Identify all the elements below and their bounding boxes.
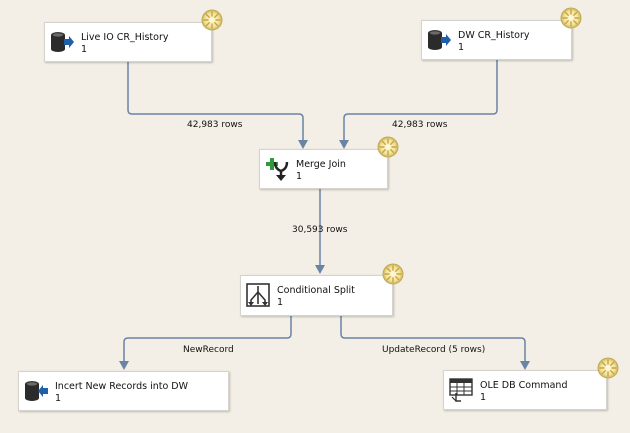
node-live-io-cr-history[interactable]: Live IO CR_History 1 (44, 22, 212, 62)
node-insert-new-records[interactable]: Incert New Records into DW 1 (18, 371, 229, 411)
node-count: 1 (296, 171, 303, 182)
connector-label-dw-to-merge: 42,983 rows (392, 120, 448, 130)
arrowhead (339, 140, 349, 149)
node-title: Merge Join (296, 159, 346, 170)
node-title: Conditional Split (277, 285, 355, 296)
connector-label-split-to-command: UpdateRecord (5 rows) (382, 345, 486, 355)
connector-label-split-to-insert: NewRecord (183, 345, 234, 355)
status-badge-icon (560, 7, 582, 29)
connector-live-to-merge[interactable] (127, 62, 304, 140)
connector-split-to-insert[interactable] (123, 316, 292, 361)
node-count: 1 (277, 297, 284, 308)
node-count: 1 (81, 44, 88, 55)
arrowhead (298, 140, 308, 149)
merge-join-icon (266, 158, 289, 181)
status-badge-icon (201, 9, 223, 31)
ole-db-command-icon (449, 378, 473, 402)
node-title: OLE DB Command (480, 380, 568, 391)
status-badge-icon (382, 263, 404, 285)
status-badge-icon (597, 357, 619, 379)
arrowhead (119, 361, 129, 370)
conditional-split-icon (246, 283, 270, 307)
arrowhead (315, 265, 325, 274)
node-dw-cr-history[interactable]: DW CR_History 1 (421, 20, 572, 60)
node-merge-join[interactable]: Merge Join 1 (259, 149, 388, 189)
node-conditional-split[interactable]: Conditional Split 1 (240, 275, 393, 316)
node-count: 1 (458, 42, 465, 53)
node-count: 1 (480, 392, 487, 403)
node-title: Live IO CR_History (81, 32, 169, 43)
arrowhead (520, 361, 530, 370)
source-database-icon (51, 32, 74, 52)
node-title: Incert New Records into DW (55, 381, 188, 392)
node-count: 1 (55, 393, 62, 404)
status-badge-icon (377, 136, 399, 158)
connector-label-merge-to-split: 30,593 rows (292, 225, 348, 235)
node-title: DW CR_History (458, 30, 530, 41)
node-ole-db-command[interactable]: OLE DB Command 1 (443, 370, 607, 410)
connector-split-to-command[interactable] (340, 316, 526, 361)
connector-dw-to-merge[interactable] (343, 60, 498, 140)
destination-database-icon (25, 381, 48, 401)
source-database-icon (428, 30, 451, 50)
connector-label-live-to-merge: 42,983 rows (187, 120, 243, 130)
